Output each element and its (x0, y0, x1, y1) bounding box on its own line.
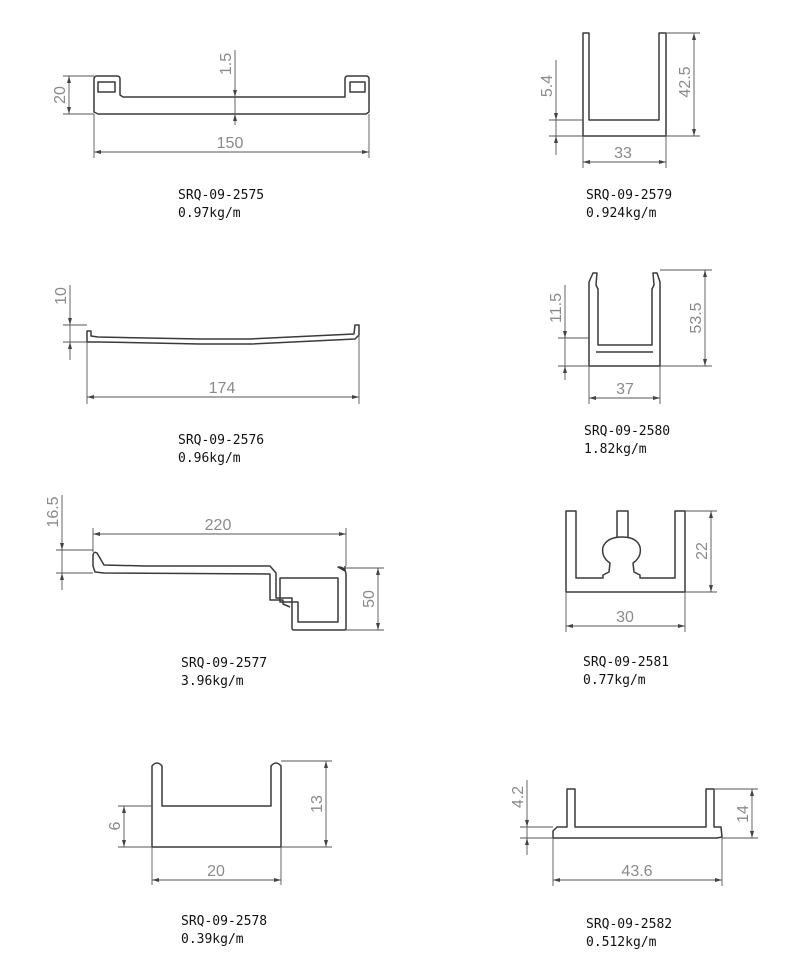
dim-width: 43.6 (621, 863, 652, 880)
caption-srq-09-2579: SRQ-09-2579 0.924kg/m (586, 187, 672, 223)
profile-outline (582, 32, 667, 137)
dim-base: 5.4 (539, 75, 556, 97)
dim-height: 13 (309, 795, 326, 813)
unit-weight: 1.82kg/m (584, 442, 647, 457)
profile-outline (86, 324, 360, 345)
product-code: SRQ-09-2580 (584, 424, 671, 439)
dim-width: 20 (207, 863, 225, 880)
profile-outline (565, 510, 686, 593)
dim-width: 33 (614, 145, 632, 162)
dim-width: 30 (616, 609, 634, 626)
unit-weight: 0.39kg/m (181, 932, 244, 947)
product-code: SRQ-09-2576 (178, 433, 265, 448)
product-code: SRQ-09-2575 (178, 188, 265, 203)
dim-base: 11.5 (548, 293, 565, 323)
profile-srq-09-2581: 22 30 (565, 510, 717, 632)
profile-outline (93, 75, 370, 115)
product-code: SRQ-09-2578 (181, 914, 268, 929)
unit-weight: 0.512kg/m (586, 935, 657, 950)
caption-srq-09-2576: SRQ-09-2576 0.96kg/m (178, 432, 264, 468)
profile-outline (552, 788, 723, 839)
product-code: SRQ-09-2582 (586, 917, 673, 932)
dim-height: 50 (361, 590, 378, 608)
product-code: SRQ-09-2579 (586, 188, 673, 203)
dim-width: 150 (217, 135, 244, 152)
profile-srq-09-2580: 11.5 53.5 37 (548, 269, 712, 404)
dim-base: 4.2 (510, 786, 527, 808)
dim-height: 22 (694, 542, 711, 560)
dim-width: 174 (209, 380, 236, 397)
dim-height: 20 (52, 86, 69, 104)
dim-height: 53.5 (688, 302, 705, 333)
dim-height: 14 (735, 805, 752, 823)
dim-lip: 16.5 (45, 496, 62, 527)
unit-weight: 0.97kg/m (178, 206, 241, 221)
dim-inner: 6 (107, 821, 124, 830)
unit-weight: 3.96kg/m (181, 674, 244, 689)
profile-srq-09-2575: 20 1.5 150 (52, 50, 370, 158)
profile-outline (92, 551, 347, 631)
profile-srq-09-2577: 16.5 220 50 (45, 495, 384, 631)
product-code: SRQ-09-2581 (583, 655, 670, 670)
product-code: SRQ-09-2577 (181, 656, 268, 671)
caption-srq-09-2578: SRQ-09-2578 0.39kg/m (181, 913, 267, 949)
profile-outline (151, 762, 282, 848)
profile-srq-09-2579: 5.4 42.5 33 (539, 32, 700, 168)
unit-weight: 0.77kg/m (583, 673, 646, 688)
profile-srq-09-2582: 4.2 14 43.6 (510, 780, 758, 886)
unit-weight: 0.96kg/m (178, 451, 241, 466)
caption-srq-09-2577: SRQ-09-2577 3.96kg/m (181, 655, 267, 691)
dim-height: 42.5 (677, 66, 694, 97)
profile-srq-09-2576: 10 174 (53, 285, 360, 404)
caption-srq-09-2581: SRQ-09-2581 0.77kg/m (583, 654, 669, 690)
dim-thickness: 1.5 (218, 53, 235, 75)
dim-height: 10 (53, 287, 70, 305)
caption-srq-09-2580: SRQ-09-2580 1.82kg/m (584, 423, 670, 459)
caption-srq-09-2582: SRQ-09-2582 0.512kg/m (586, 916, 672, 952)
dim-width: 220 (205, 517, 232, 534)
profile-outline (588, 272, 661, 367)
profile-srq-09-2578: 6 13 20 (107, 760, 332, 885)
unit-weight: 0.924kg/m (586, 206, 657, 221)
caption-srq-09-2575: SRQ-09-2575 0.97kg/m (178, 187, 264, 223)
dim-width: 37 (616, 381, 634, 398)
